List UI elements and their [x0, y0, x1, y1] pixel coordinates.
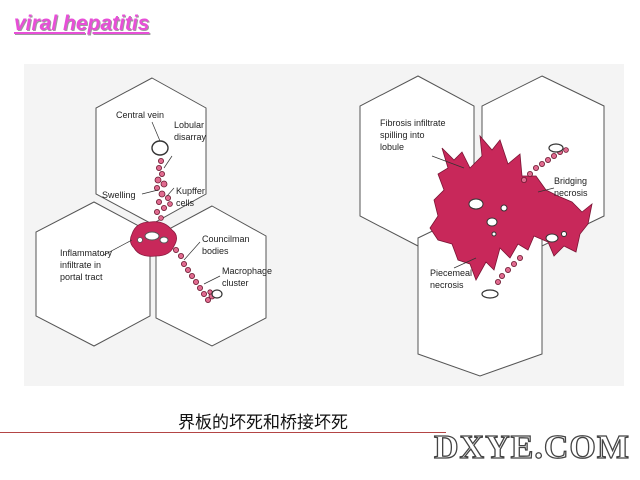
right-central-vein: [548, 143, 564, 153]
macrophage-vessel: [211, 289, 223, 299]
right-portal-vessel: [481, 289, 499, 299]
portal-vessel-1: [144, 231, 160, 241]
portal-vessel-2: [159, 236, 169, 244]
diagram-figure: Central vein Lobular disarray Swelling K…: [24, 64, 624, 386]
watermark-text: DXYE.COM: [434, 429, 630, 466]
right-lesion-vessels: [468, 198, 567, 243]
label-disarray: disarray: [174, 132, 207, 142]
label-inflammatory: Inflammatory: [60, 248, 113, 258]
left-lobules: [35, 77, 267, 347]
left-leader-lines: [101, 121, 221, 285]
label-swelling: Swelling: [102, 190, 136, 200]
label-cells: cells: [176, 198, 195, 208]
central-vein-shape: [151, 140, 169, 156]
bridging-necrosis-blob: [429, 134, 593, 281]
left-cell-chain-upper: [153, 158, 173, 221]
divider-line: [0, 432, 446, 433]
label-necrosis-bridging: necrosis: [554, 188, 588, 198]
liver-lobule-diagram: Central vein Lobular disarray Swelling K…: [35, 75, 605, 377]
label-macrophage: Macrophage: [222, 266, 272, 276]
label-bridging: Bridging: [554, 176, 587, 186]
slide-caption: 界板的坏死和桥接坏死: [178, 413, 348, 433]
hex-bottom-right: [155, 205, 267, 347]
left-lesion: [130, 221, 177, 257]
label-central-vein: Central vein: [116, 110, 164, 120]
right-leader-lines: [431, 155, 555, 269]
label-portal-tract: portal tract: [60, 272, 103, 282]
label-councilman: Councilman: [202, 234, 250, 244]
label-infiltrate-in: infiltrate in: [60, 260, 101, 270]
label-spilling: spilling into: [380, 130, 425, 140]
label-piecemeal: Piecemeal: [430, 268, 472, 278]
label-kupffer: Kupffer: [176, 186, 205, 196]
label-lobular: Lobular: [174, 120, 204, 130]
label-cluster: cluster: [222, 278, 249, 288]
portal-vessel-3: [137, 237, 143, 243]
slide-title: viral hepatitis: [14, 12, 150, 35]
label-fibrosis: Fibrosis infiltrate: [380, 118, 446, 128]
dxye-watermark: DXYE.COM: [433, 428, 630, 466]
label-lobule: lobule: [380, 142, 404, 152]
right-labels: Fibrosis infiltrate spilling into lobule…: [380, 118, 588, 290]
left-labels: Central vein Lobular disarray Swelling K…: [60, 110, 272, 288]
label-necrosis-piecemeal: necrosis: [430, 280, 464, 290]
label-bodies: bodies: [202, 246, 229, 256]
right-cell-chain-lower: [494, 254, 523, 285]
